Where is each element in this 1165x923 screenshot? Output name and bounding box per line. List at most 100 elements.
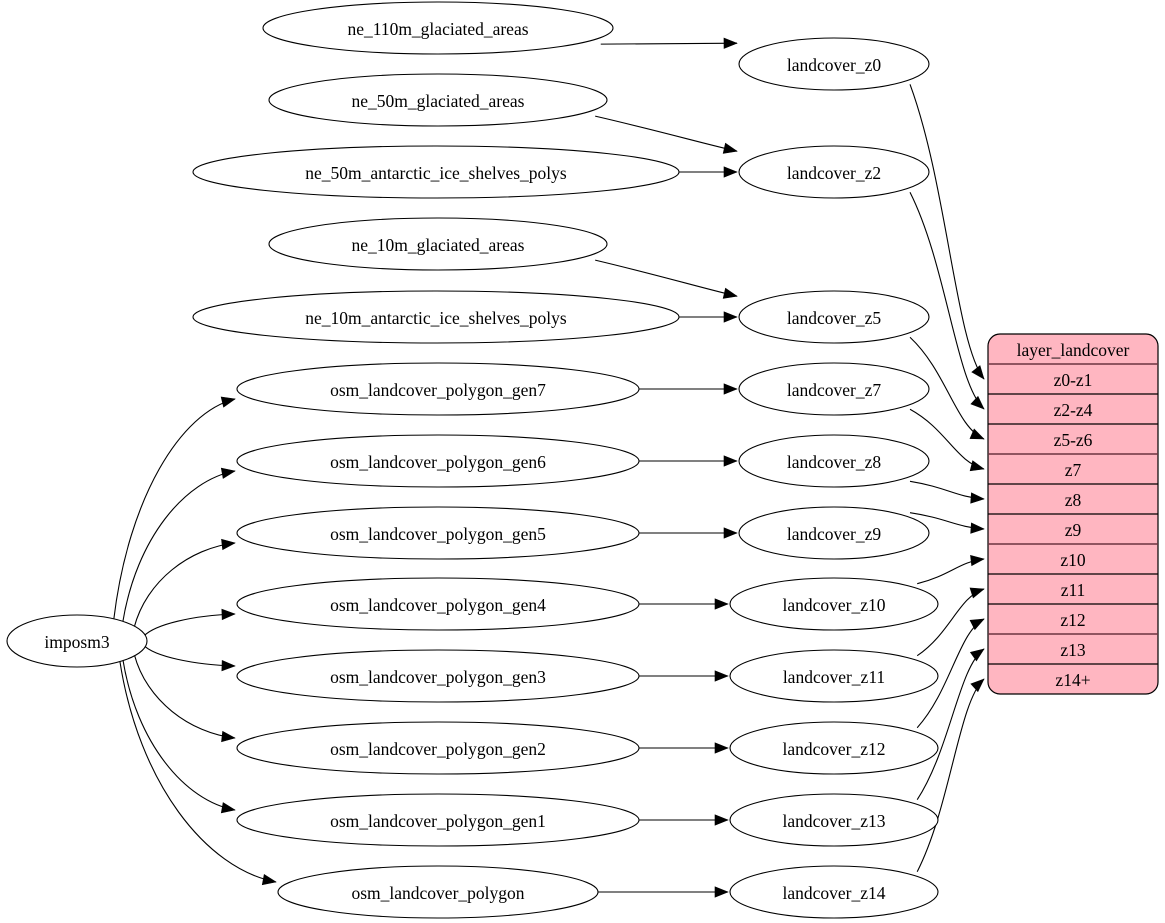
node-label: osm_landcover_polygon_gen7 (330, 380, 546, 400)
node-label: landcover_z8 (787, 452, 882, 472)
node-landcover_z8[interactable]: landcover_z8 (738, 434, 930, 488)
node-shape-layer (738, 290, 930, 344)
table-row-z2-z4[interactable]: z2-z4 (988, 394, 1158, 424)
edge-arrowhead (722, 287, 738, 299)
node-label: landcover_z14 (782, 883, 885, 903)
node-label: osm_landcover_polygon_gen3 (330, 667, 546, 687)
node-label: landcover_z2 (787, 163, 881, 183)
table-row-label: z7 (1065, 460, 1082, 480)
node-shape-layer (738, 434, 930, 488)
edges-layer (113, 37, 985, 898)
node-ne_10m_glaciated_areas[interactable]: ne_10m_glaciated_areas (268, 217, 608, 271)
node-label: landcover_z0 (787, 55, 882, 75)
edge-arrowhead (723, 527, 738, 539)
edge-imposm3-to-osm_landcover_polygon_gen7 (113, 398, 236, 620)
node-osm_landcover_polygon_gen2[interactable]: osm_landcover_polygon_gen2 (236, 721, 640, 775)
node-imposm3[interactable]: imposm3 (6, 614, 148, 668)
edge-arrowhead (723, 383, 738, 395)
edge-imposm3-to-osm_landcover_polygon_gen6 (122, 470, 236, 623)
table-row-z14+[interactable]: z14+ (988, 664, 1158, 694)
table-row-z11[interactable]: z11 (988, 574, 1158, 604)
table-row-label: z10 (1060, 550, 1086, 570)
node-osm_landcover_polygon[interactable]: osm_landcover_polygon (277, 865, 599, 919)
table-row-z12[interactable]: z12 (988, 604, 1158, 634)
node-shape-layer (738, 145, 930, 199)
edge-arrowhead (723, 311, 738, 323)
edge-arrowhead (714, 742, 729, 754)
edge-ne_10m_glaciated_areas-to-landcover_z5 (595, 259, 738, 297)
node-shape-input (192, 290, 680, 344)
table-row-label: z0-z1 (1054, 370, 1093, 390)
node-osm_landcover_polygon_gen4[interactable]: osm_landcover_polygon_gen4 (236, 577, 640, 631)
edge-imposm3-to-osm_landcover_polygon_gen3 (142, 644, 236, 667)
node-shape-input (236, 577, 640, 631)
node-shape-input (236, 362, 640, 416)
node-landcover_z12[interactable]: landcover_z12 (729, 721, 939, 775)
node-landcover_z7[interactable]: landcover_z7 (738, 362, 930, 416)
node-label: landcover_z13 (782, 811, 885, 831)
node-ne_50m_glaciated_areas[interactable]: ne_50m_glaciated_areas (268, 73, 608, 127)
node-shape-layer (738, 506, 930, 560)
edge-arrowhead (970, 554, 985, 567)
node-shape-layer (729, 793, 939, 847)
edge-arrowhead (220, 396, 236, 408)
edge-imposm3-to-osm_landcover_polygon_gen4 (142, 613, 236, 638)
edge-imposm3-to-osm_landcover_polygon (119, 660, 277, 883)
table-row-label: z12 (1060, 610, 1085, 630)
node-label: osm_landcover_polygon (351, 883, 524, 903)
node-shape-input (192, 145, 680, 199)
node-label: landcover_z5 (787, 308, 882, 328)
edge-arrowhead (220, 467, 236, 479)
edge-arrowhead (723, 166, 738, 178)
node-ne_10m_antarctic_ice_shelves_polys[interactable]: ne_10m_antarctic_ice_shelves_polys (192, 290, 680, 344)
node-label: landcover_z12 (782, 739, 885, 759)
node-ne_50m_antarctic_ice_shelves_polys[interactable]: ne_50m_antarctic_ice_shelves_polys (192, 145, 680, 199)
node-osm_landcover_polygon_gen5[interactable]: osm_landcover_polygon_gen5 (236, 506, 640, 560)
edge-imposm3-to-osm_landcover_polygon_gen5 (133, 542, 236, 628)
table-row-z0-z1[interactable]: z0-z1 (988, 364, 1158, 394)
node-osm_landcover_polygon_gen7[interactable]: osm_landcover_polygon_gen7 (236, 362, 640, 416)
node-osm_landcover_polygon_gen3[interactable]: osm_landcover_polygon_gen3 (236, 649, 640, 703)
table-row-z13[interactable]: z13 (988, 634, 1158, 664)
node-shape-input (277, 865, 599, 919)
table-row-z9[interactable]: z9 (988, 514, 1158, 544)
node-landcover_z14[interactable]: landcover_z14 (729, 865, 939, 919)
node-shape-input (268, 217, 608, 271)
node-shape-input (262, 1, 614, 55)
node-osm_landcover_polygon_gen6[interactable]: osm_landcover_polygon_gen6 (236, 434, 640, 488)
node-landcover_z13[interactable]: landcover_z13 (729, 793, 939, 847)
node-landcover_z0[interactable]: landcover_z0 (738, 37, 930, 91)
node-landcover_z11[interactable]: landcover_z11 (729, 649, 939, 703)
edge-ne_50m_glaciated_areas-to-landcover_z2 (595, 115, 738, 152)
table-row-label: z2-z4 (1054, 400, 1093, 420)
edge-arrowhead (969, 618, 985, 631)
node-label: ne_10m_glaciated_areas (352, 235, 525, 255)
node-shape-layer (738, 362, 930, 416)
edge-arrowhead (969, 648, 985, 662)
table-row-z7[interactable]: z7 (988, 454, 1158, 484)
node-label: landcover_z10 (782, 595, 885, 615)
edge-arrowhead (221, 608, 236, 621)
node-label: imposm3 (44, 632, 109, 652)
node-landcover_z5[interactable]: landcover_z5 (738, 290, 930, 344)
node-landcover_z10[interactable]: landcover_z10 (729, 577, 939, 631)
table-row-z10[interactable]: z10 (988, 544, 1158, 574)
edge-arrowhead (722, 142, 738, 154)
node-ne_110m_glaciated_areas[interactable]: ne_110m_glaciated_areas (262, 1, 614, 55)
layer-landcover-table[interactable]: layer_landcoverz0-z1z2-z4z5-z6z7z8z9z10z… (987, 333, 1159, 695)
node-label: landcover_z9 (787, 524, 882, 544)
node-landcover_z9[interactable]: landcover_z9 (738, 506, 930, 560)
node-shape-layer (729, 649, 939, 703)
edge-arrowhead (969, 587, 985, 599)
table-row-z8[interactable]: z8 (988, 484, 1158, 514)
edge-arrowhead (723, 455, 738, 467)
edge-arrowhead (221, 659, 236, 672)
node-osm_landcover_polygon_gen1[interactable]: osm_landcover_polygon_gen1 (236, 793, 640, 847)
node-shape-layer (729, 721, 939, 775)
edge-landcover_z2-to-table-z2-z4 (909, 192, 985, 410)
node-label: osm_landcover_polygon_gen4 (330, 595, 546, 615)
table-row-z5-z6[interactable]: z5-z6 (988, 424, 1158, 454)
edge-arrowhead (714, 598, 729, 610)
node-landcover_z2[interactable]: landcover_z2 (738, 145, 930, 199)
